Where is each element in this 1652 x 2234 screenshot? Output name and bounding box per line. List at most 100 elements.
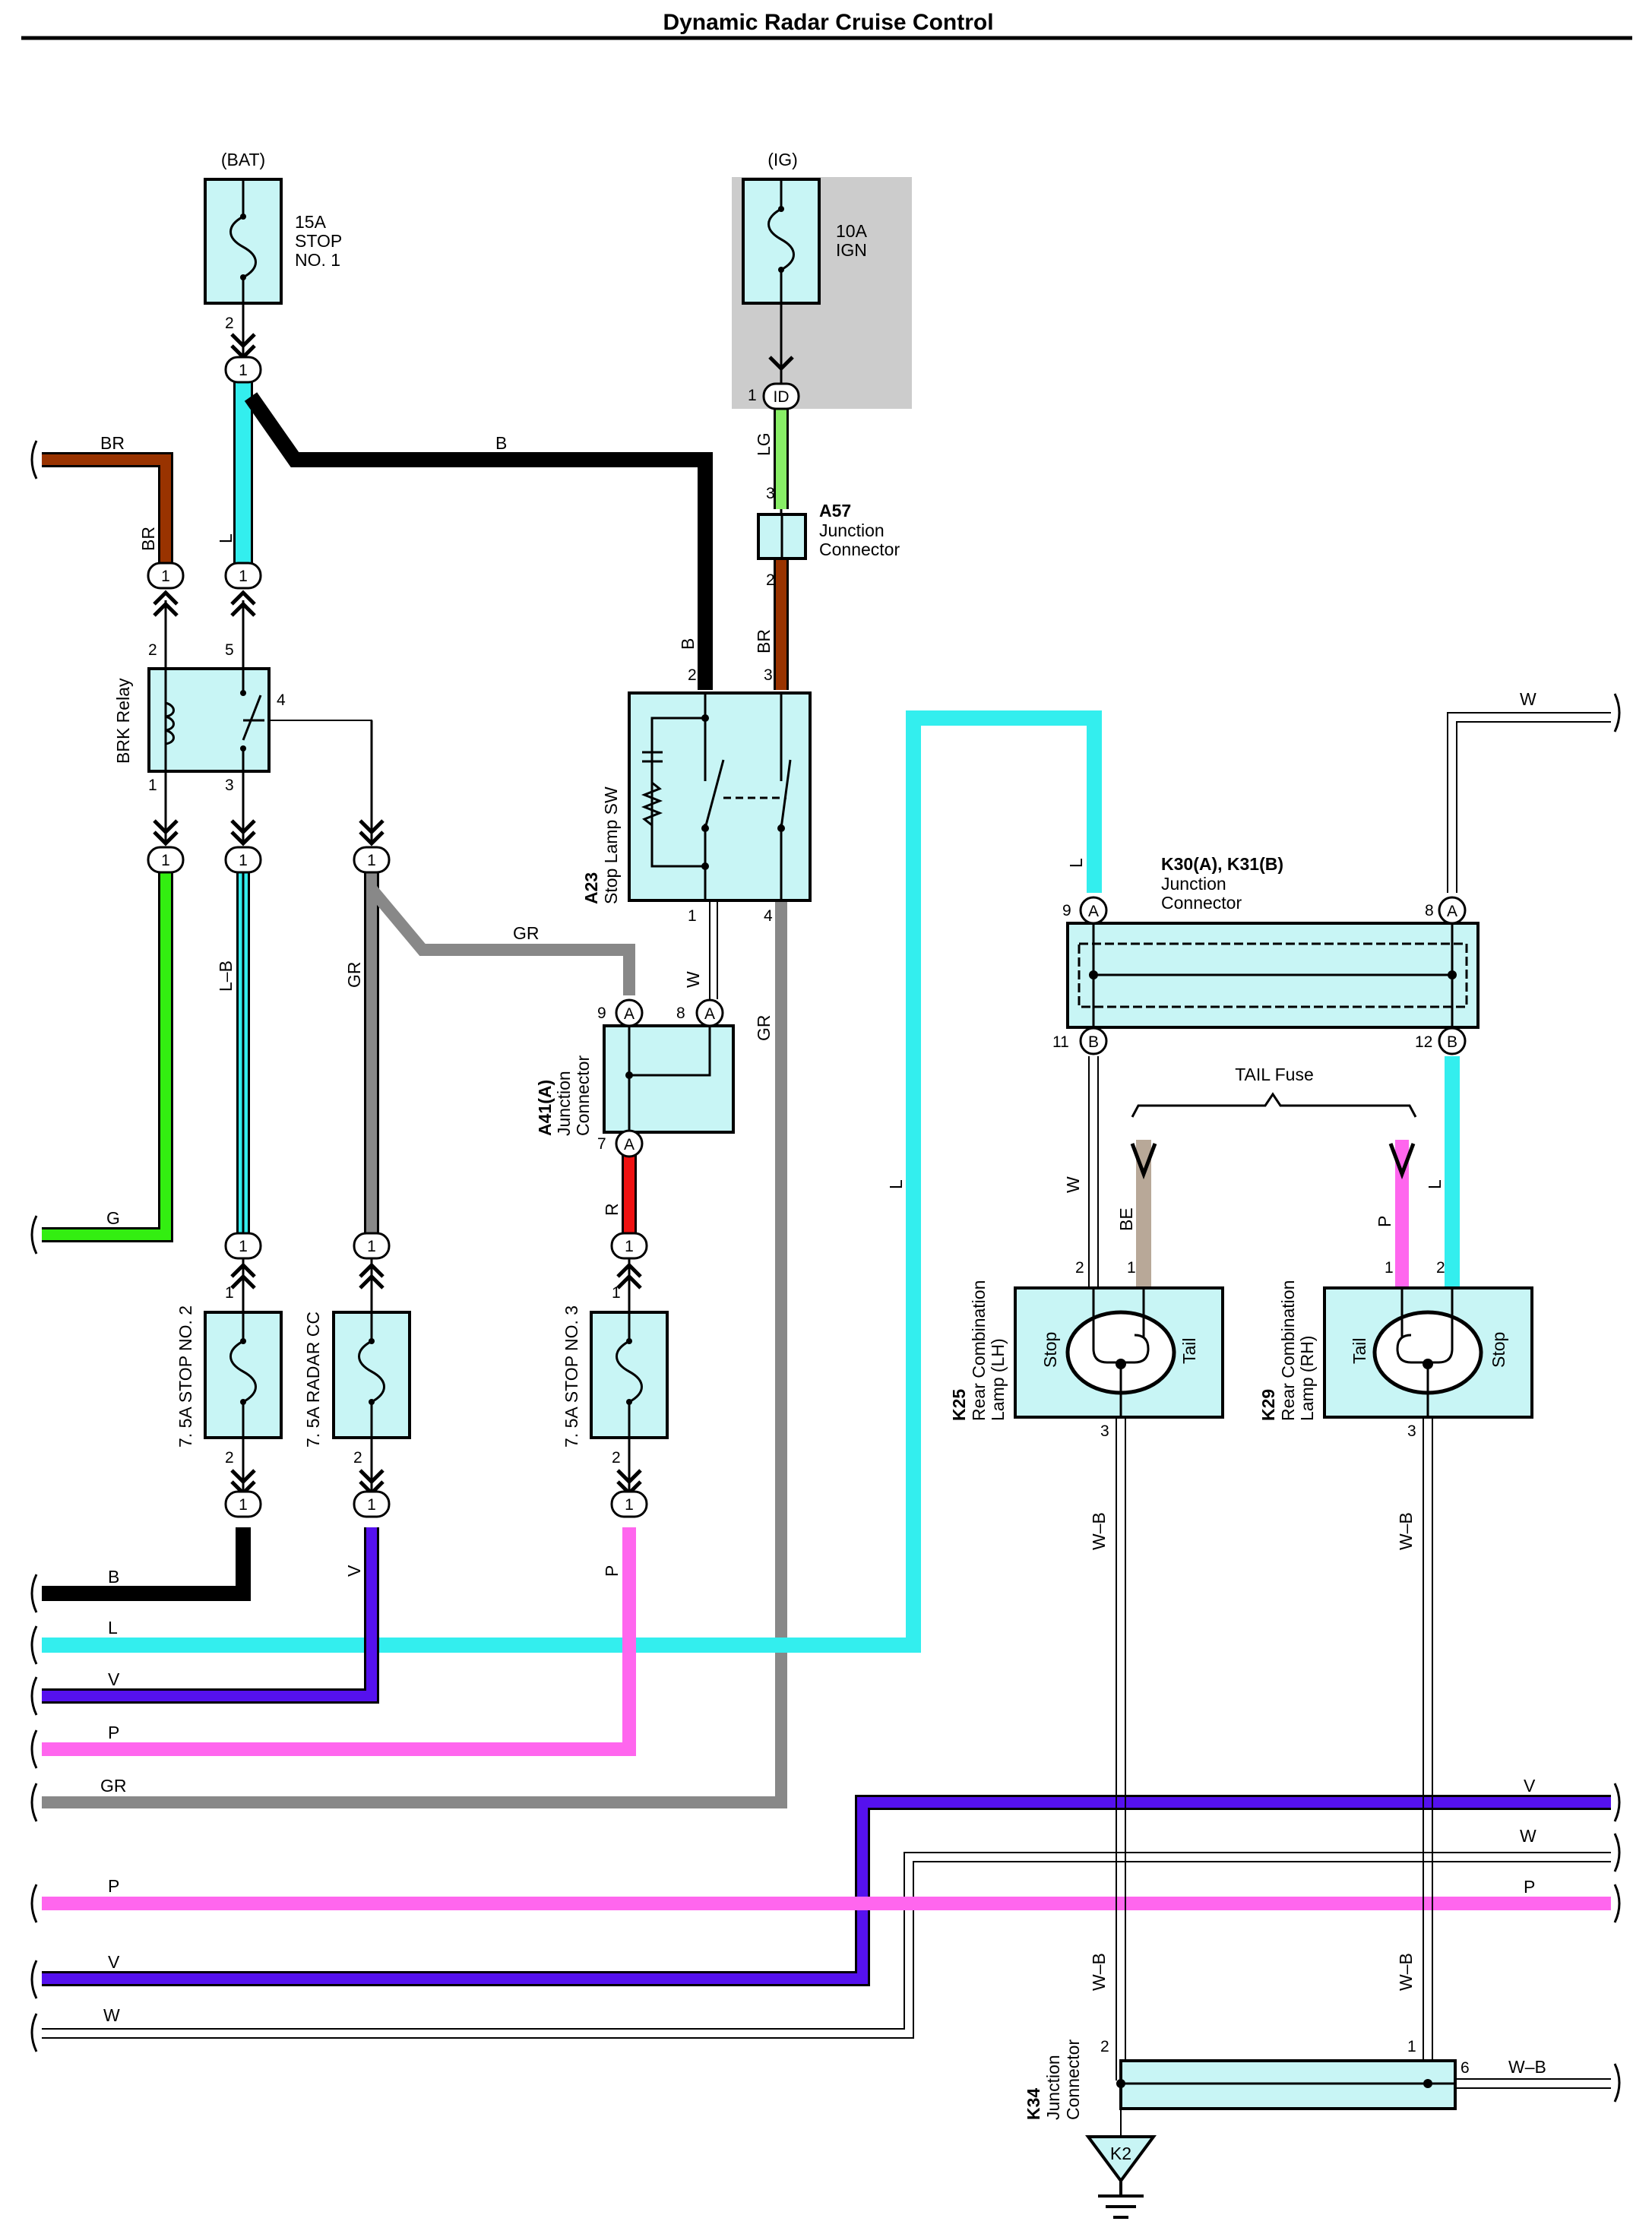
- wire-relay-4: [264, 720, 372, 836]
- k25-code: K25: [949, 1389, 969, 1421]
- svg-text:1: 1: [225, 1284, 234, 1302]
- fuse-stop2: [204, 1311, 283, 1439]
- fuse-stop1-l3: NO. 1: [295, 250, 340, 270]
- a41-l1: Junction: [554, 1071, 574, 1136]
- svg-text:4: 4: [277, 691, 286, 709]
- svg-text:1: 1: [367, 1238, 376, 1255]
- conn-k30-8: [1438, 896, 1467, 925]
- wire-v-long-fill: [42, 1797, 1611, 1984]
- brk-relay: [147, 667, 271, 773]
- wire-v-radar: [42, 1527, 379, 1704]
- svg-text:2: 2: [1100, 2038, 1109, 2055]
- k34-l1: Junction: [1043, 2055, 1063, 2120]
- a23-code: A23: [581, 872, 601, 904]
- k30-l2: Connector: [1161, 893, 1242, 913]
- svg-text:L: L: [1066, 858, 1086, 868]
- svg-text:L: L: [108, 1618, 118, 1638]
- svg-text:P: P: [1375, 1216, 1394, 1227]
- svg-text:W: W: [1520, 1826, 1536, 1846]
- svg-text:ID: ID: [774, 388, 790, 406]
- ig-label: (IG): [767, 150, 798, 169]
- tail-fuse-v-left: [1130, 1143, 1157, 1180]
- svg-text:A: A: [1088, 903, 1099, 920]
- svg-text:GR: GR: [754, 1015, 774, 1042]
- a41-junction-connector: [603, 1024, 735, 1134]
- svg-text:1: 1: [688, 907, 697, 925]
- svg-text:L: L: [216, 533, 236, 543]
- wire-gr-diag: [366, 884, 635, 995]
- k29-l1: Rear Combination: [1278, 1280, 1298, 1421]
- svg-text:G: G: [106, 1208, 120, 1228]
- svg-text:V: V: [108, 1669, 120, 1689]
- svg-text:12: 12: [1415, 1033, 1432, 1051]
- svg-text:A: A: [624, 1136, 635, 1153]
- fuse-stop1-l1: 15A: [295, 212, 327, 232]
- wire-b-low: [42, 1527, 251, 1601]
- wire-br-top: [42, 452, 173, 568]
- wire-gr-main: [42, 900, 787, 1808]
- fuse-radar: [332, 1311, 411, 1439]
- svg-text:9: 9: [1062, 902, 1071, 919]
- svg-text:1: 1: [1407, 2038, 1416, 2055]
- svg-text:W: W: [103, 2005, 120, 2025]
- a57-l1: Junction: [819, 521, 885, 540]
- svg-text:V: V: [108, 1952, 120, 1972]
- svg-text:GR: GR: [100, 1776, 127, 1796]
- svg-text:3: 3: [1407, 1422, 1416, 1440]
- k30-l1: Junction: [1161, 874, 1226, 894]
- svg-text:1: 1: [1385, 1259, 1394, 1277]
- svg-text:BR: BR: [138, 527, 158, 551]
- k34-l2: Connector: [1063, 2039, 1083, 2120]
- svg-text:2: 2: [353, 1449, 362, 1467]
- svg-text:P: P: [1524, 1877, 1535, 1897]
- svg-text:2: 2: [225, 1449, 234, 1467]
- svg-text:P: P: [108, 1876, 119, 1896]
- fuse-ign-l1: 10A: [836, 221, 868, 241]
- a23-name: Stop Lamp SW: [601, 786, 621, 904]
- svg-text:L: L: [886, 1179, 906, 1189]
- svg-text:1: 1: [748, 387, 757, 404]
- svg-text:9: 9: [597, 1005, 606, 1022]
- a57-code: A57: [819, 501, 851, 521]
- fuse-stop3-label: 7. 5A STOP NO. 3: [562, 1305, 581, 1448]
- svg-text:1: 1: [239, 362, 248, 379]
- svg-text:3: 3: [225, 777, 234, 794]
- k34-code: K34: [1024, 2088, 1043, 2120]
- conn-radar-in: [353, 1232, 391, 1260]
- pin-numbers: 2 1 3 2 2 5 4 1 3 2 3 1 4 9 8 7 1 1 2 2 …: [148, 315, 1470, 2077]
- k30-code: K30(A), K31(B): [1161, 854, 1283, 874]
- svg-text:L: L: [1425, 1179, 1445, 1189]
- svg-text:W–B: W–B: [1089, 1512, 1109, 1550]
- svg-text:GR: GR: [344, 962, 364, 989]
- k29-tail: Tail: [1350, 1337, 1369, 1364]
- svg-text:1: 1: [367, 1496, 376, 1514]
- svg-text:1: 1: [161, 852, 170, 869]
- conn-stop3-out: [610, 1490, 648, 1518]
- a57-connector: [757, 513, 807, 560]
- svg-text:W–B: W–B: [1396, 1953, 1416, 1991]
- a41-l2: Connector: [573, 1055, 593, 1136]
- fuse-ign-l2: IGN: [836, 240, 867, 260]
- wire-br-top-fill: [42, 454, 171, 568]
- svg-text:2: 2: [1436, 1259, 1445, 1277]
- svg-text:1: 1: [1127, 1259, 1136, 1277]
- svg-text:W: W: [1520, 689, 1536, 709]
- svg-text:1: 1: [367, 852, 376, 869]
- conn-k30-9: [1079, 896, 1108, 925]
- ground-k2: [1085, 2135, 1157, 2219]
- a57-l2: Connector: [819, 540, 900, 559]
- svg-text:B: B: [1088, 1033, 1099, 1051]
- svg-text:P: P: [602, 1565, 622, 1577]
- wires: [42, 382, 1611, 2137]
- svg-text:1: 1: [625, 1496, 634, 1514]
- k25-l1: Rear Combination: [969, 1280, 989, 1421]
- tail-fuse-brace: [1131, 1092, 1417, 1118]
- svg-text:L–B: L–B: [216, 960, 236, 992]
- conn-radar-out: [353, 1490, 391, 1518]
- conn-a41-7: [615, 1129, 644, 1158]
- wire-v-long: [42, 1795, 1611, 1986]
- svg-text:3: 3: [766, 485, 775, 502]
- svg-text:1: 1: [239, 568, 248, 585]
- svg-text:2: 2: [688, 666, 697, 684]
- conn-stop3-in: [610, 1232, 648, 1260]
